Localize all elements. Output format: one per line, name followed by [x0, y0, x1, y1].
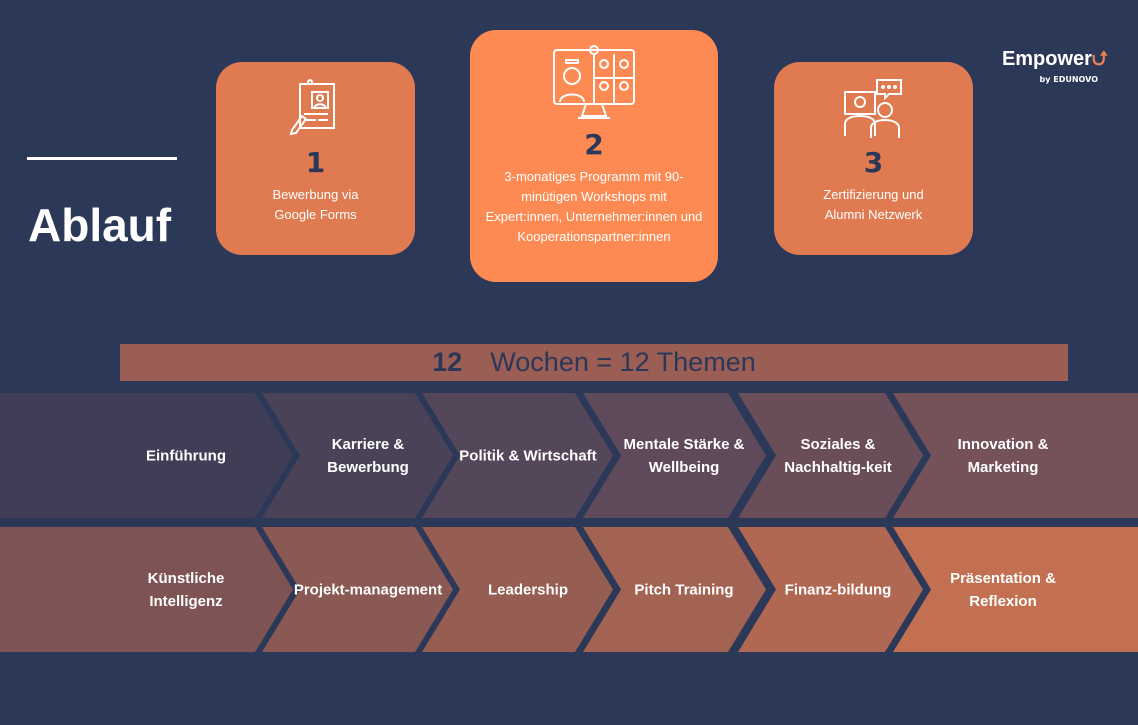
theme-chevron: [893, 527, 1138, 652]
page-title: Ablauf: [28, 199, 172, 251]
theme-label: Mentale Stärke & Wellbeing: [623, 435, 745, 476]
theme-label: Projekt-management: [293, 581, 443, 598]
step-number: 2: [584, 128, 604, 161]
weeks-number: 12: [432, 347, 463, 377]
theme-label: Innovation & Marketing: [957, 435, 1049, 476]
step-card-1: 1 Bewerbung via Google Forms: [216, 62, 415, 255]
step-card-3: 3 Zertifizierung und Alumni Netzwerk: [774, 62, 973, 255]
theme-label: Präsentation & Reflexion: [950, 569, 1056, 610]
theme-label: Karriere & Bewerbung: [327, 435, 409, 476]
theme-chevron: [893, 393, 1138, 518]
theme-label: Soziales & Nachhaltig-keit: [784, 435, 892, 476]
theme-chevron: [262, 393, 453, 518]
theme-chevron: [0, 527, 293, 652]
application-form-icon: [289, 79, 335, 136]
step-card-2: 2 3-monatiges Programm mit 90-minütigen …: [470, 30, 718, 282]
weeks-banner: 12 Wochen = 12 Themen: [120, 344, 1068, 381]
step-number: 3: [863, 146, 884, 179]
title-divider: [27, 157, 177, 160]
theme-chevron: [262, 527, 453, 652]
conversation-icon: [843, 79, 902, 138]
theme-chevron: [738, 393, 923, 518]
theme-chevron: [422, 393, 613, 518]
logo: Empower⮍ by EDUNOVO: [998, 44, 1108, 84]
theme-chevron: [583, 527, 766, 652]
step-number: 1: [305, 146, 326, 179]
logo-by: by EDUNOVO: [1039, 75, 1098, 84]
weeks-text: Wochen = 12 Themen: [490, 347, 756, 377]
logo-arrow-icon: ⮍: [1091, 48, 1108, 70]
theme-chevron: [0, 393, 293, 518]
theme-chevron: [738, 527, 923, 652]
theme-label: Finanz-bildung: [784, 581, 892, 598]
step-text: Bewerbung via Google Forms: [272, 187, 359, 222]
step-text: Zertifizierung und Alumni Netzwerk: [823, 187, 924, 222]
theme-chevron: [583, 393, 766, 518]
theme-label: Einführung: [146, 447, 226, 464]
theme-label: Leadership: [487, 581, 569, 598]
video-conference-icon: [553, 45, 635, 119]
step-text: 3-monatiges Programm mit 90-minütigen Wo…: [485, 169, 703, 244]
theme-chevron: [422, 527, 613, 652]
theme-label: Pitch Training: [634, 581, 734, 598]
theme-label: Künstliche Intelligenz: [147, 569, 225, 610]
logo-name: Empower: [1001, 48, 1092, 70]
theme-label: Politik & Wirtschaft: [459, 447, 597, 464]
